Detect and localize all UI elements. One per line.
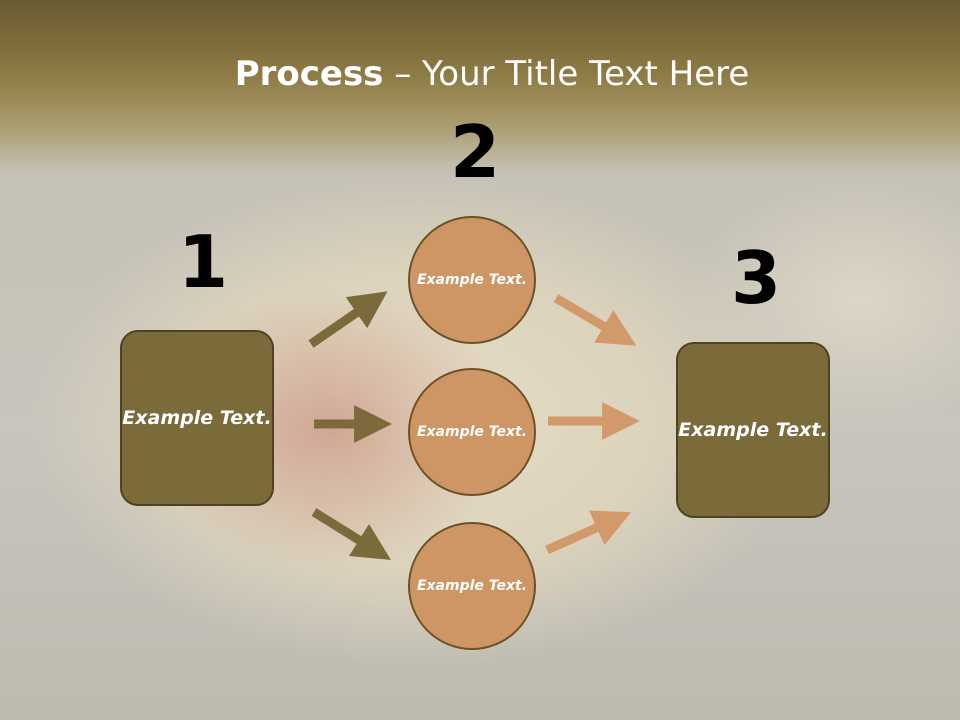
title-rest: – Your Title Text Here bbox=[383, 54, 750, 94]
arrow-1-to-circle-1 bbox=[308, 291, 388, 348]
step-3-text: Example Text. bbox=[678, 418, 828, 441]
step-1-box[interactable]: Example Text. bbox=[120, 330, 274, 506]
circle-2-text: Example Text. bbox=[416, 423, 528, 440]
circle-3-text: Example Text. bbox=[416, 577, 528, 594]
step-number-1: 1 bbox=[178, 220, 229, 304]
title-bold: Process bbox=[234, 54, 384, 94]
step-number-2: 2 bbox=[450, 110, 501, 194]
arrow-circle-1-to-3 bbox=[553, 294, 637, 346]
arrow-circle-3-to-3 bbox=[545, 510, 632, 555]
circle-1-text: Example Text. bbox=[416, 271, 528, 288]
slide-title: Process – Your Title Text Here bbox=[0, 52, 960, 96]
step-1-text: Example Text. bbox=[122, 406, 272, 429]
step-2-circle-3[interactable]: Example Text. bbox=[408, 522, 536, 650]
step-2-circle-1[interactable]: Example Text. bbox=[408, 216, 536, 344]
step-2-circle-2[interactable]: Example Text. bbox=[408, 368, 536, 496]
step-number-3: 3 bbox=[731, 236, 782, 320]
step-3-box[interactable]: Example Text. bbox=[676, 342, 830, 518]
arrow-1-to-circle-3 bbox=[311, 508, 392, 560]
